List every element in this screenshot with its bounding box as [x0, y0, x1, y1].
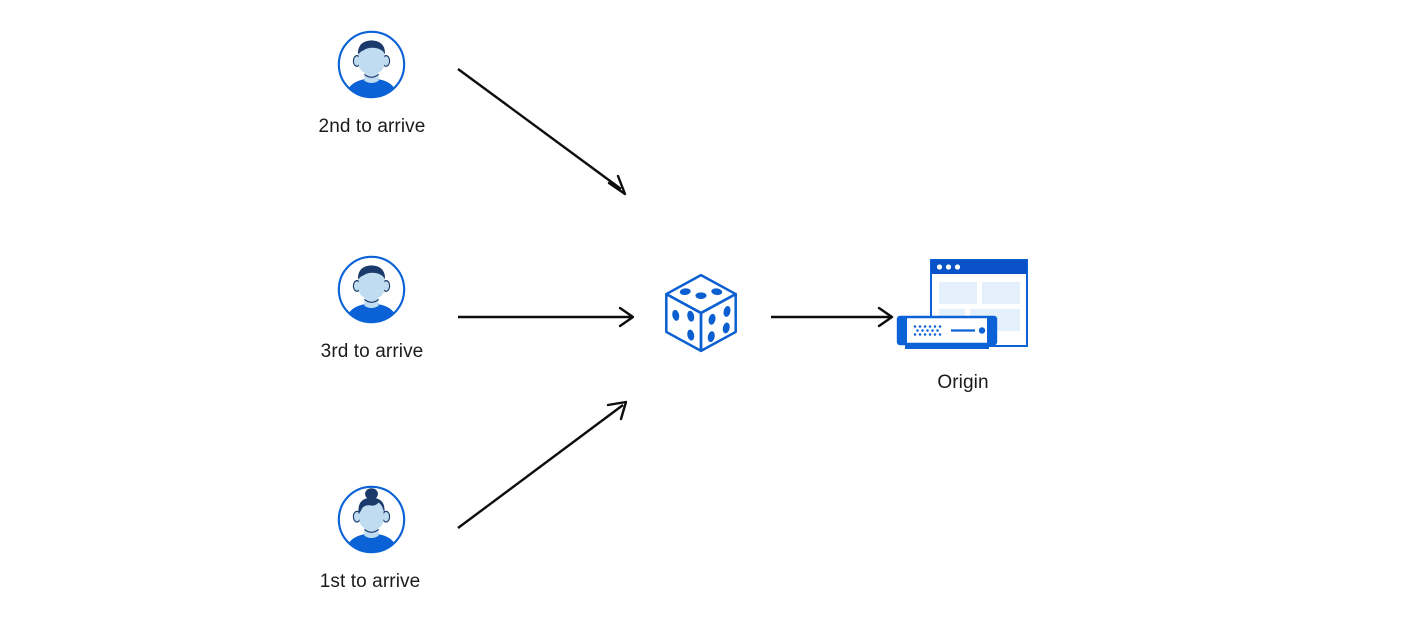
node-client-1st[interactable]: 1st to arrive	[320, 484, 420, 592]
user-avatar-icon	[337, 30, 406, 99]
edge-1st-to-dice	[457, 400, 628, 529]
user-avatar-icon	[337, 255, 406, 324]
node-randomizer[interactable]	[661, 272, 741, 354]
user-avatar-icon	[337, 485, 406, 554]
node-label-client-3rd: 3rd to arrive	[320, 341, 424, 362]
edge-dice-to-origin	[771, 306, 894, 328]
node-label-client-1st: 1st to arrive	[319, 571, 421, 592]
node-client-3rd[interactable]: 3rd to arrive	[321, 254, 423, 362]
dice-icon	[665, 273, 737, 353]
node-label-origin: Origin	[937, 372, 989, 393]
node-client-2nd[interactable]: 2nd to arrive	[319, 29, 425, 137]
edge-3rd-to-dice	[458, 306, 635, 328]
node-origin[interactable]: Origin	[893, 255, 1033, 393]
origin-server-icon	[896, 259, 1028, 349]
node-label-client-2nd: 2nd to arrive	[318, 116, 426, 137]
